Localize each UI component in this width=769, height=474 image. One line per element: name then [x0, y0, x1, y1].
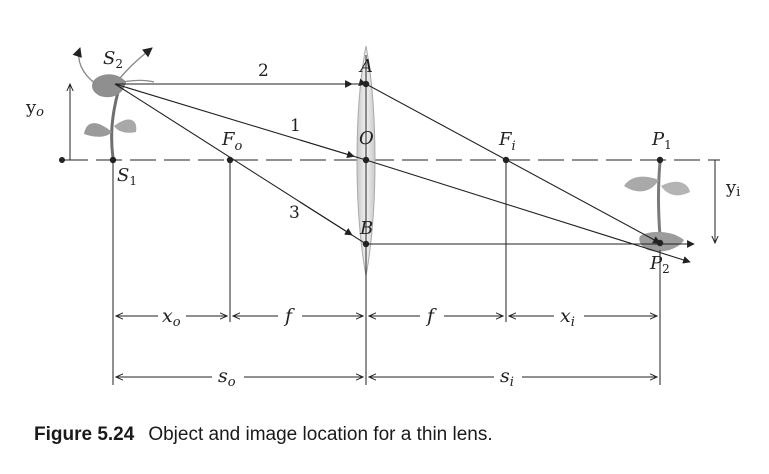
- label-fo: Fo: [221, 129, 243, 154]
- figure-caption: Figure 5.24 Object and image location fo…: [34, 424, 493, 445]
- figure-caption-text: Object and image location for a thin len…: [148, 424, 492, 445]
- label-fi: Fi: [498, 129, 516, 154]
- figure-number: Figure 5.24: [34, 424, 135, 445]
- dimension-guides: [112, 160, 661, 385]
- label-ray-3: 3: [289, 203, 300, 223]
- label-f-right: f: [425, 305, 437, 327]
- label-p1: P1: [651, 129, 672, 152]
- label-yo: yo: [25, 97, 44, 120]
- ray-1-arrow-seg: [299, 139, 355, 159]
- label-si: si: [500, 365, 514, 390]
- key-points: [59, 80, 664, 248]
- label-o: O: [359, 128, 374, 149]
- label-s2: S2: [103, 48, 123, 71]
- label-s1: S1: [117, 165, 137, 188]
- label-p2: P2: [649, 253, 670, 276]
- label-xi: xi: [560, 305, 575, 330]
- object-flower-icon: [72, 47, 155, 159]
- label-a: A: [358, 56, 373, 77]
- ray-3-arrow-seg: [299, 201, 353, 236]
- label-ray-2: 2: [258, 61, 269, 81]
- ray-3: [114, 83, 695, 248]
- image-flower-icon: [624, 161, 690, 252]
- label-f-left: f: [283, 305, 295, 327]
- label-ray-1: 1: [290, 116, 301, 136]
- label-xo: xo: [162, 305, 181, 330]
- ray-1: [114, 83, 691, 264]
- ray-2: [115, 78, 661, 244]
- label-b: B: [359, 218, 373, 239]
- label-so: so: [218, 365, 236, 390]
- label-yi: yi: [725, 177, 740, 200]
